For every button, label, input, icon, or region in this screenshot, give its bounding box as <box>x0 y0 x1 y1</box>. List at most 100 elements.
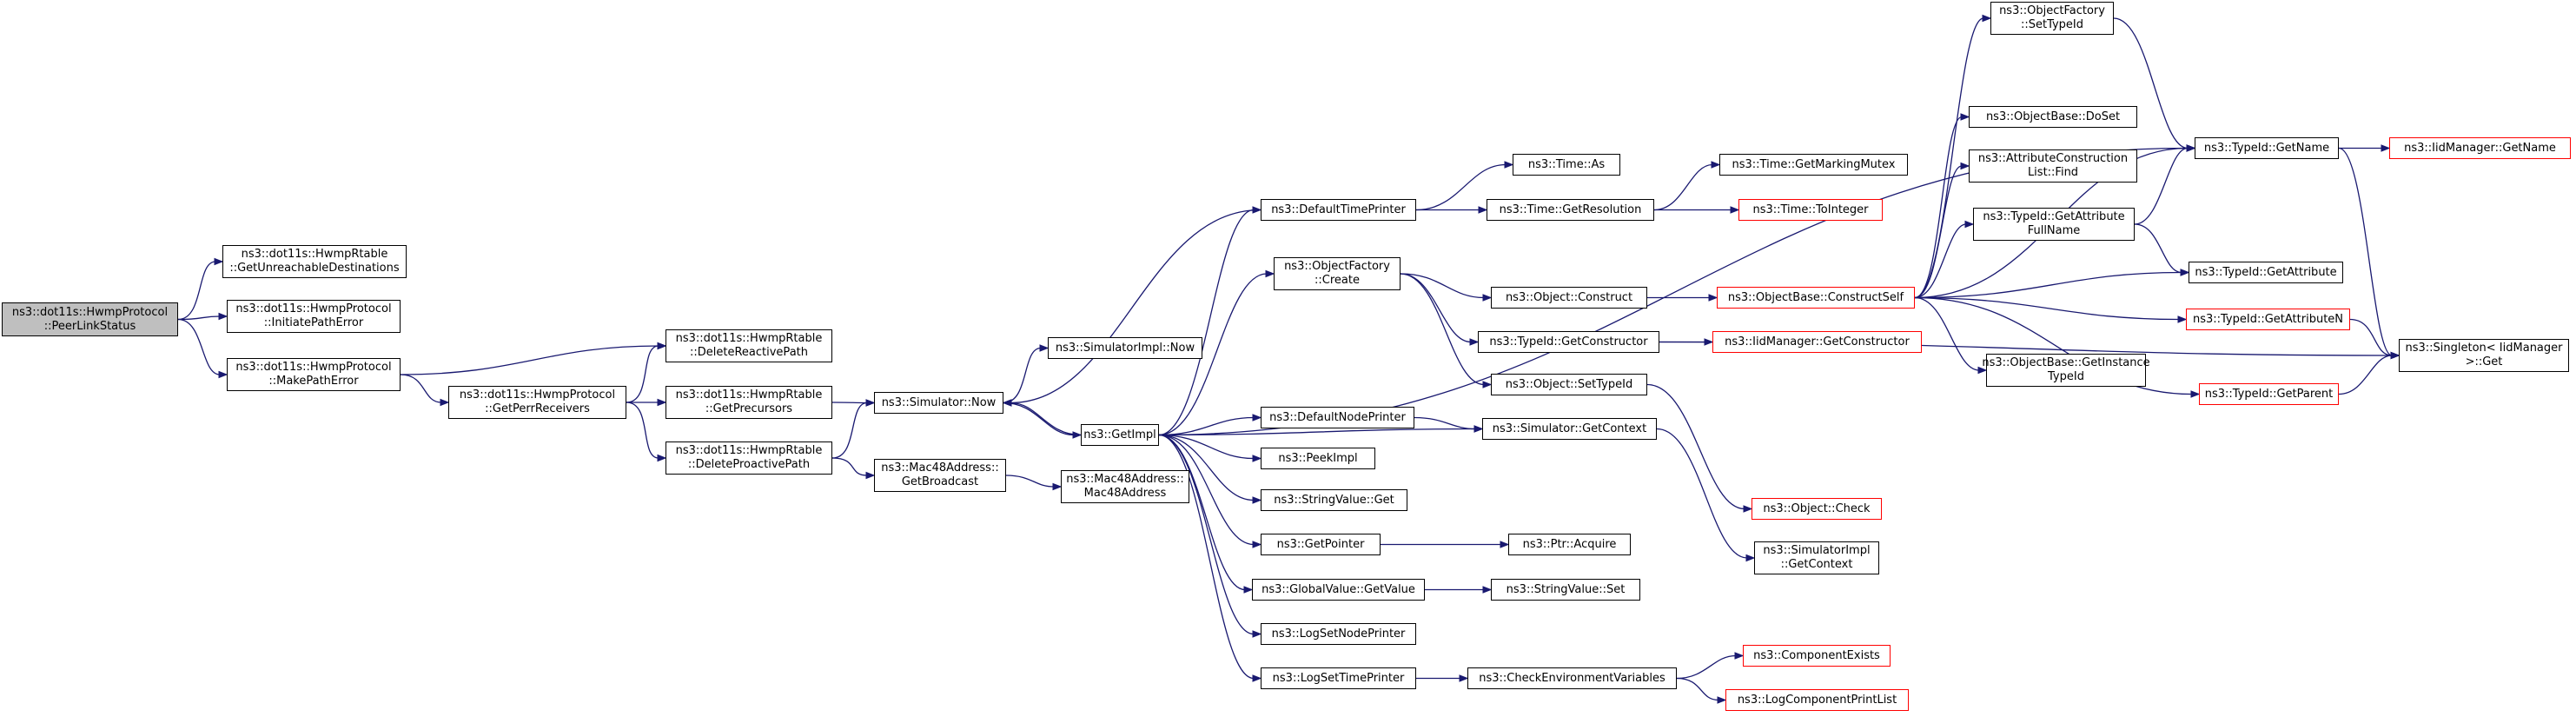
edge-arrowhead <box>2177 315 2188 323</box>
node-label-line: ns3::Singleton< IidManager <box>2405 342 2563 355</box>
node-timeGetMutex[interactable]: ns3::Time::GetMarkingMutex <box>1719 154 1908 176</box>
node-label-line: TypeId <box>2048 370 2084 383</box>
edge-timeGetRes-to-timeGetMutex <box>1653 163 1713 211</box>
node-globalValGet[interactable]: ns3::GlobalValue::GetValue <box>1252 579 1425 601</box>
node-objConstruct[interactable]: ns3::Object::Construct <box>1491 287 1647 309</box>
node-logSetNode[interactable]: ns3::LogSetNodePrinter <box>1261 623 1416 645</box>
node-iidGetCtor[interactable]: ns3::IidManager::GetConstructor <box>1712 331 1922 353</box>
edge-arrowhead <box>1459 674 1469 682</box>
node-simImplGetCtx[interactable]: ns3::SimulatorImpl::GetContext <box>1754 541 1879 574</box>
node-timeAs[interactable]: ns3::Time::As <box>1513 154 1620 176</box>
edge-getImpl-to-typeIdGetName <box>1158 147 2189 436</box>
node-simImplNow[interactable]: ns3::SimulatorImpl::Now <box>1048 337 1202 359</box>
node-getUnreach[interactable]: ns3::dot11s::HwmpRtable::GetUnreachableD… <box>222 245 407 278</box>
node-label-line: ns3::StringValue::Set <box>1506 582 1626 596</box>
node-simGetContext[interactable]: ns3::Simulator::GetContext <box>1482 418 1657 440</box>
edge-checkEnv-to-compExists <box>1676 654 1737 680</box>
edge-arrowhead <box>1039 344 1050 352</box>
edge-arrowhead <box>1469 338 1480 346</box>
node-logCompPrint[interactable]: ns3::LogComponentPrintList <box>1725 689 1909 711</box>
node-label-line: ::SetTypeId <box>2020 18 2084 31</box>
node-label-line: ns3::ObjectFactory <box>1999 4 2105 17</box>
edge-arrowhead <box>1002 399 1012 407</box>
node-label-line: ns3::DefaultTimePrinter <box>1271 202 1406 216</box>
edge-getImpl-to-getPointer <box>1158 434 1255 546</box>
node-delReactive[interactable]: ns3::dot11s::HwmpRtable::DeleteReactiveP… <box>666 329 832 362</box>
edge-arrowhead <box>1711 161 1721 169</box>
node-typeIdGetParent[interactable]: ns3::TypeId::GetParent <box>2199 383 2339 405</box>
node-label-line: ns3::AttributeConstruction <box>1977 152 2129 165</box>
node-label-line: ns3::ObjectBase::ConstructSelf <box>1727 290 1904 304</box>
node-defNodePrinter[interactable]: ns3::DefaultNodePrinter <box>1261 407 1414 428</box>
edge-arrowhead <box>1745 554 1756 562</box>
node-label-line: >::Get <box>2465 355 2503 368</box>
node-label-line: ::Create <box>1314 274 1360 287</box>
node-label-line: ns3::TypeId::GetAttribute <box>2195 265 2337 279</box>
node-ptrAcquire[interactable]: ns3::Ptr::Acquire <box>1508 534 1631 555</box>
node-defTimePrinter[interactable]: ns3::DefaultTimePrinter <box>1261 199 1416 221</box>
node-logSetTime[interactable]: ns3::LogSetTimePrinter <box>1261 667 1416 689</box>
node-objBaseConstructSelf[interactable]: ns3::ObjectBase::ConstructSelf <box>1717 287 1915 309</box>
node-objSetTypeId[interactable]: ns3::Object::SetTypeId <box>1491 374 1647 395</box>
node-label-line: ns3::StringValue::Get <box>1274 493 1394 507</box>
node-label-line: ns3::Mac48Address:: <box>881 461 999 475</box>
node-simNow[interactable]: ns3::Simulator::Now <box>874 392 1003 414</box>
node-typeIdGetCtor[interactable]: ns3::TypeId::GetConstructor <box>1478 331 1659 353</box>
node-label-line: GetBroadcast <box>901 475 979 488</box>
node-mac48[interactable]: ns3::Mac48Address::Mac48Address <box>1061 470 1189 503</box>
node-peekImpl[interactable]: ns3::PeekImpl <box>1261 448 1375 469</box>
node-objFactCreate[interactable]: ns3::ObjectFactory::Create <box>1274 257 1401 290</box>
node-label-line: ns3::TypeId::GetName <box>2203 141 2330 155</box>
edge-arrowhead <box>1500 541 1510 548</box>
edge-arrowhead <box>2381 144 2391 152</box>
node-label-line: ns3::Time::ToInteger <box>1752 202 1869 216</box>
edge-objBaseConstructSelf-to-typeIdGetAttr <box>1914 271 2182 299</box>
node-getPrecursors[interactable]: ns3::dot11s::HwmpRtable::GetPrecursors <box>666 386 832 419</box>
node-label-line: ns3::Simulator::GetContext <box>1492 422 1647 435</box>
node-label-line: ns3::Object::Construct <box>1505 290 1633 304</box>
edge-objBaseConstructSelf-to-objBaseDoSet <box>1914 116 1963 299</box>
edge-arrowhead <box>440 398 450 407</box>
node-label-line: ::DeleteReactivePath <box>690 346 808 359</box>
node-objCheck[interactable]: ns3::Object::Check <box>1752 498 1882 520</box>
node-label-line: ns3::Simulator::Now <box>881 395 997 409</box>
node-timeGetRes[interactable]: ns3::Time::GetResolution <box>1487 199 1654 221</box>
edge-getImpl-to-logSetTime <box>1158 434 1255 680</box>
node-makePathErr[interactable]: ns3::dot11s::HwmpProtocol::MakePathError <box>227 358 401 391</box>
node-initPathErr[interactable]: ns3::dot11s::HwmpProtocol::InitiatePathE… <box>227 300 401 333</box>
edge-typeIdGetName-to-singletonGet <box>2338 147 2393 356</box>
edge-arrowhead <box>1708 294 1718 302</box>
node-label-line: ns3::IidManager::GetName <box>2404 141 2556 155</box>
node-getPointer[interactable]: ns3::GetPointer <box>1261 534 1381 555</box>
node-objBaseDoSet[interactable]: ns3::ObjectBase::DoSet <box>1969 106 2137 128</box>
node-singletonGet[interactable]: ns3::Singleton< IidManager>::Get <box>2399 339 2569 372</box>
node-strValGet[interactable]: ns3::StringValue::Get <box>1261 489 1407 511</box>
node-timeToInt[interactable]: ns3::Time::ToInteger <box>1738 199 1883 221</box>
node-strValSet[interactable]: ns3::StringValue::Set <box>1491 579 1640 601</box>
node-objFactSetTypeId[interactable]: ns3::ObjectFactory::SetTypeId <box>1990 2 2114 35</box>
edge-defNodePrinter-to-simGetContext <box>1414 416 1476 430</box>
edge-arrowhead <box>1964 220 1975 229</box>
node-getPerrRecv[interactable]: ns3::dot11s::HwmpProtocol::GetPerrReceiv… <box>448 386 626 419</box>
node-label-line: ns3::TypeId::GetAttributeN <box>2192 312 2344 326</box>
node-getBroadcast[interactable]: ns3::Mac48Address::GetBroadcast <box>874 459 1006 492</box>
edge-objBaseConstructSelf-to-objBaseGetInstTid <box>1914 296 1980 371</box>
edge-arrowhead <box>1265 269 1275 278</box>
node-compExists[interactable]: ns3::ComponentExists <box>1743 645 1891 667</box>
edge-delProactive-to-simNow <box>831 402 868 459</box>
node-typeIdGetName[interactable]: ns3::TypeId::GetName <box>2195 137 2339 159</box>
node-delProactive[interactable]: ns3::dot11s::HwmpRtable::DeleteProactive… <box>666 441 832 475</box>
node-checkEnv[interactable]: ns3::CheckEnvironmentVariables <box>1467 667 1677 689</box>
node-typeIdGetAttr[interactable]: ns3::TypeId::GetAttribute <box>2189 262 2343 283</box>
node-typeIdGetAttrN[interactable]: ns3::TypeId::GetAttributeN <box>2186 309 2350 330</box>
edge-arrowhead <box>214 257 224 266</box>
node-label-line: ns3::TypeId::GetParent <box>2204 387 2334 401</box>
node-getImpl[interactable]: ns3::GetImpl <box>1081 424 1159 446</box>
edge-typeIdGetAttrFull-to-typeIdGetName <box>2134 147 2189 225</box>
edge-arrowhead <box>657 454 667 462</box>
node-iidGetName[interactable]: ns3::IidManager::GetName <box>2389 137 2571 159</box>
